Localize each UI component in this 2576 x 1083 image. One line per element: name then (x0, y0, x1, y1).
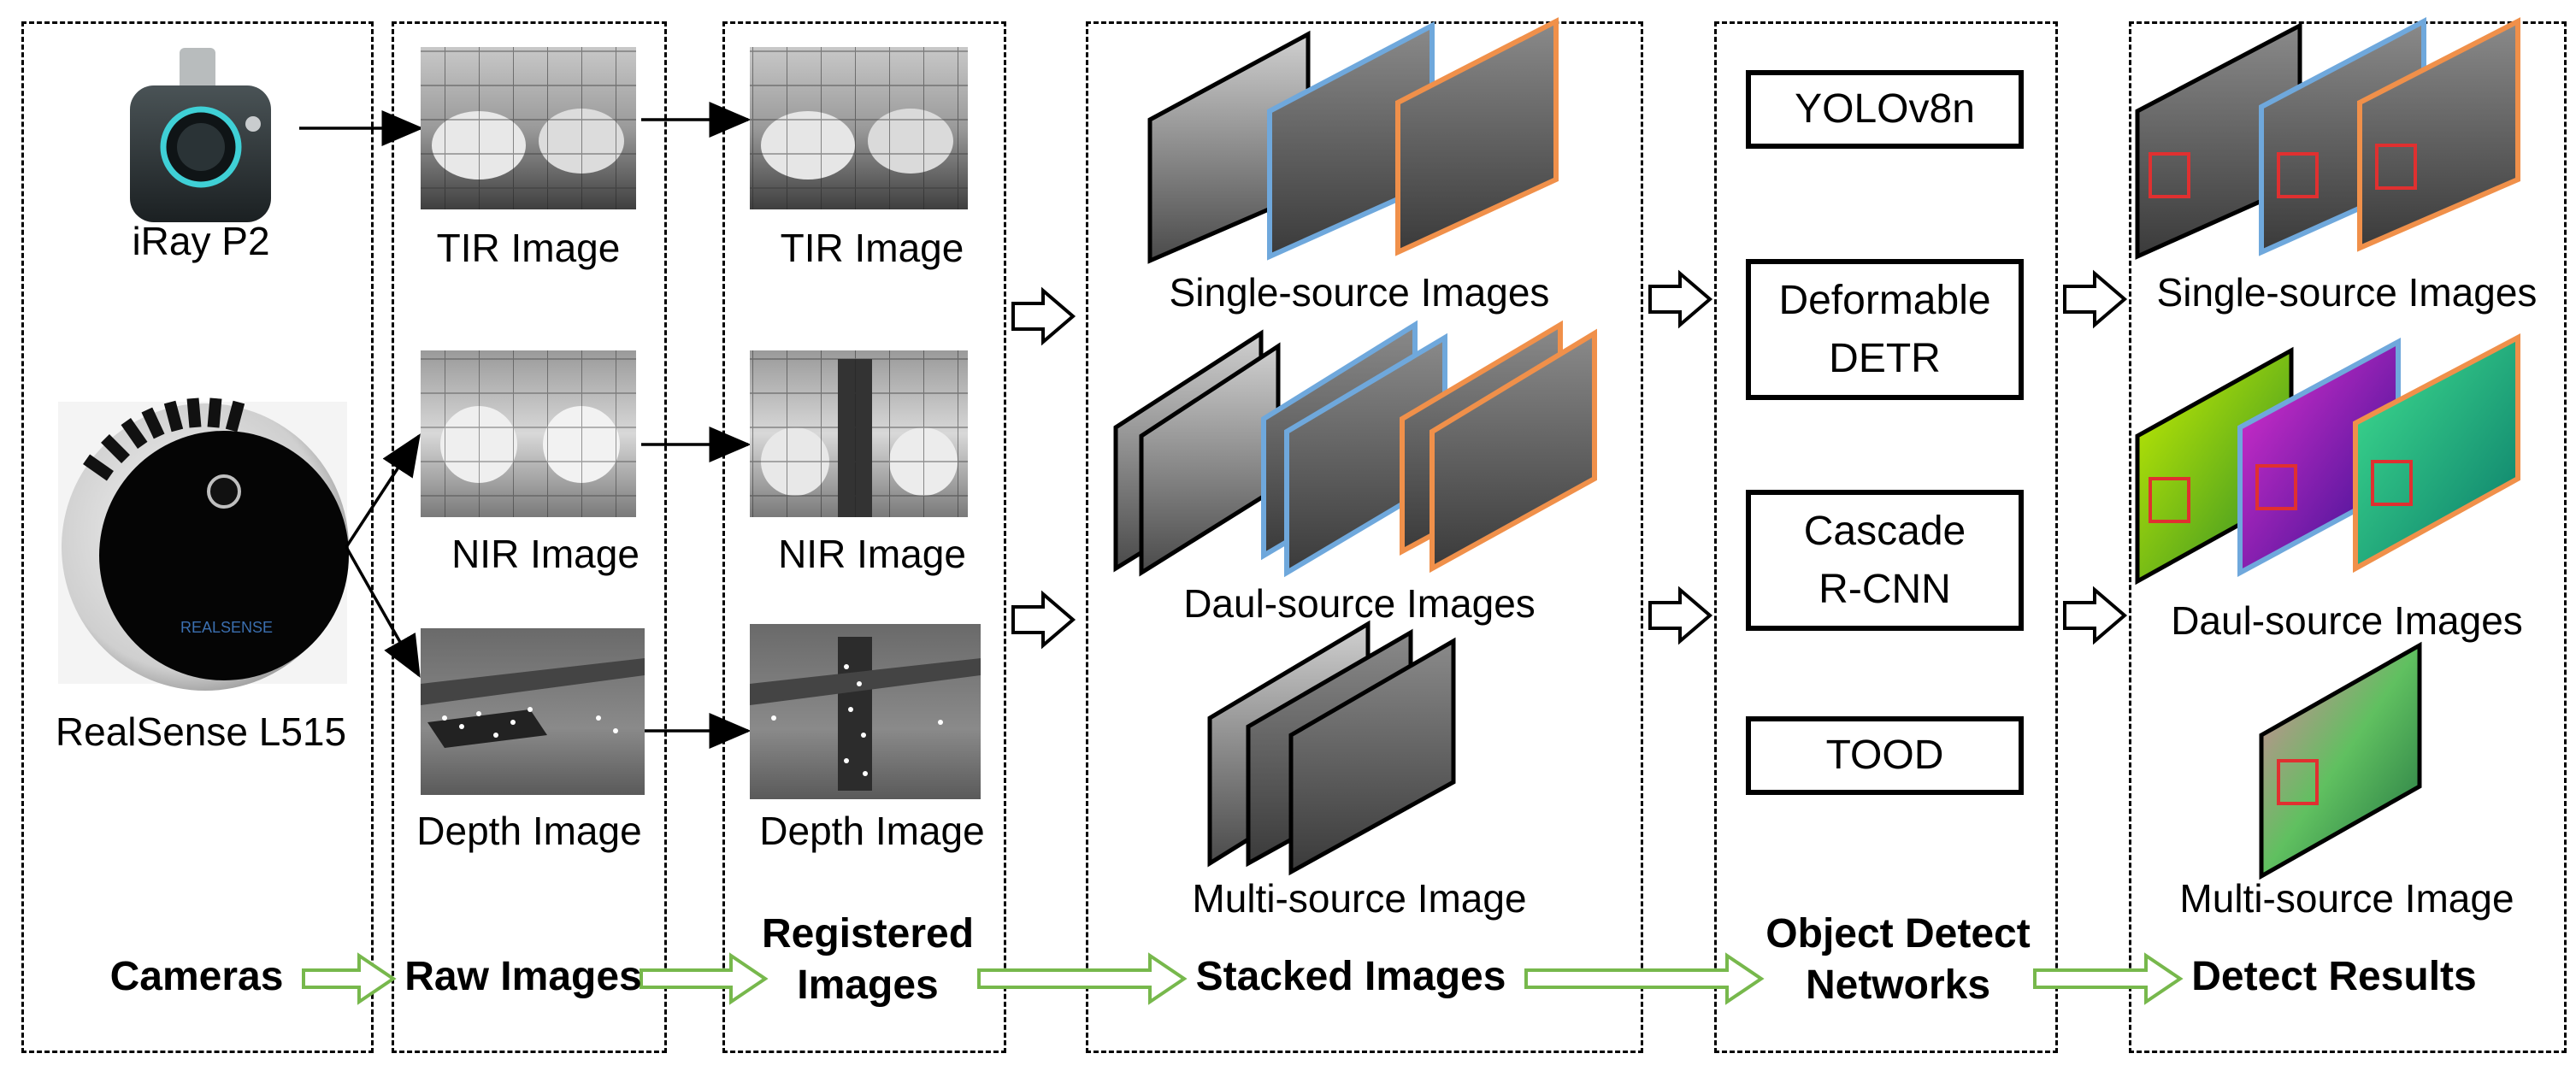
stacked-dual-source-images (1113, 320, 1597, 578)
result-single-label: Single-source Images (2156, 270, 2538, 315)
raw-nir-image (421, 350, 636, 517)
network-cascade-rcnn: Cascade R-CNN (1746, 490, 2024, 631)
raw-tir-label: TIR Image (436, 226, 621, 270)
raw-nir-label: NIR Image (451, 532, 640, 576)
results-panel (2129, 21, 2567, 1053)
registered-tir-label: TIR Image (780, 226, 964, 270)
registered-nir-label: NIR Image (778, 532, 966, 576)
stacked-multi-source-image (1207, 620, 1456, 876)
registered-tir-image (750, 47, 968, 209)
raw-depth-label: Depth Image (416, 809, 642, 853)
stage-registered-images: Registered Images (761, 911, 975, 1008)
realsense-camera-icon: REALSENSE (58, 397, 349, 691)
registered-depth-label: Depth Image (759, 809, 985, 853)
flow-arrows (302, 952, 2184, 1005)
raw-depth-image (421, 628, 645, 795)
registered-nir-image (750, 350, 968, 517)
network-tood: TOOD (1746, 716, 2024, 795)
stage-stacked-images: Stacked Images (1195, 954, 1506, 999)
stacked-dual-label: Daul-source Images (1183, 581, 1536, 626)
network-yolov8n: YOLOv8n (1746, 70, 2024, 149)
stage-object-detect-networks: Object Detect Networks (1765, 911, 2031, 1008)
iray-camera-label: iRay P2 (132, 219, 270, 263)
stacked-multi-label: Multi-source Image (1192, 876, 1527, 921)
result-single-source-images (2135, 17, 2520, 260)
registered-images-panel (722, 21, 1006, 1053)
iray-camera-icon (130, 48, 271, 222)
stacked-single-label: Single-source Images (1169, 270, 1550, 315)
result-multi-label: Multi-source Image (2179, 876, 2514, 921)
raw-tir-image (421, 47, 636, 209)
raw-images-panel (392, 21, 667, 1053)
cameras-panel (21, 21, 374, 1053)
realsense-camera-label: RealSense L515 (55, 709, 347, 754)
result-dual-source-images (2135, 333, 2520, 586)
result-multi-source-image (2259, 641, 2422, 880)
hollow-arrows (1011, 269, 2128, 650)
svg-text:REALSENSE: REALSENSE (180, 619, 273, 636)
stacked-images-panel (1086, 21, 1643, 1053)
stage-raw-images: Raw Images (404, 954, 642, 999)
stage-cameras: Cameras (109, 954, 284, 999)
result-dual-label: Daul-source Images (2171, 598, 2523, 643)
stage-detect-results: Detect Results (2191, 954, 2477, 999)
networks-panel (1714, 21, 2058, 1053)
network-deformable-detr: Deformable DETR (1746, 259, 2024, 400)
registered-depth-image (750, 624, 981, 799)
stacked-single-source-images (1147, 17, 1559, 264)
